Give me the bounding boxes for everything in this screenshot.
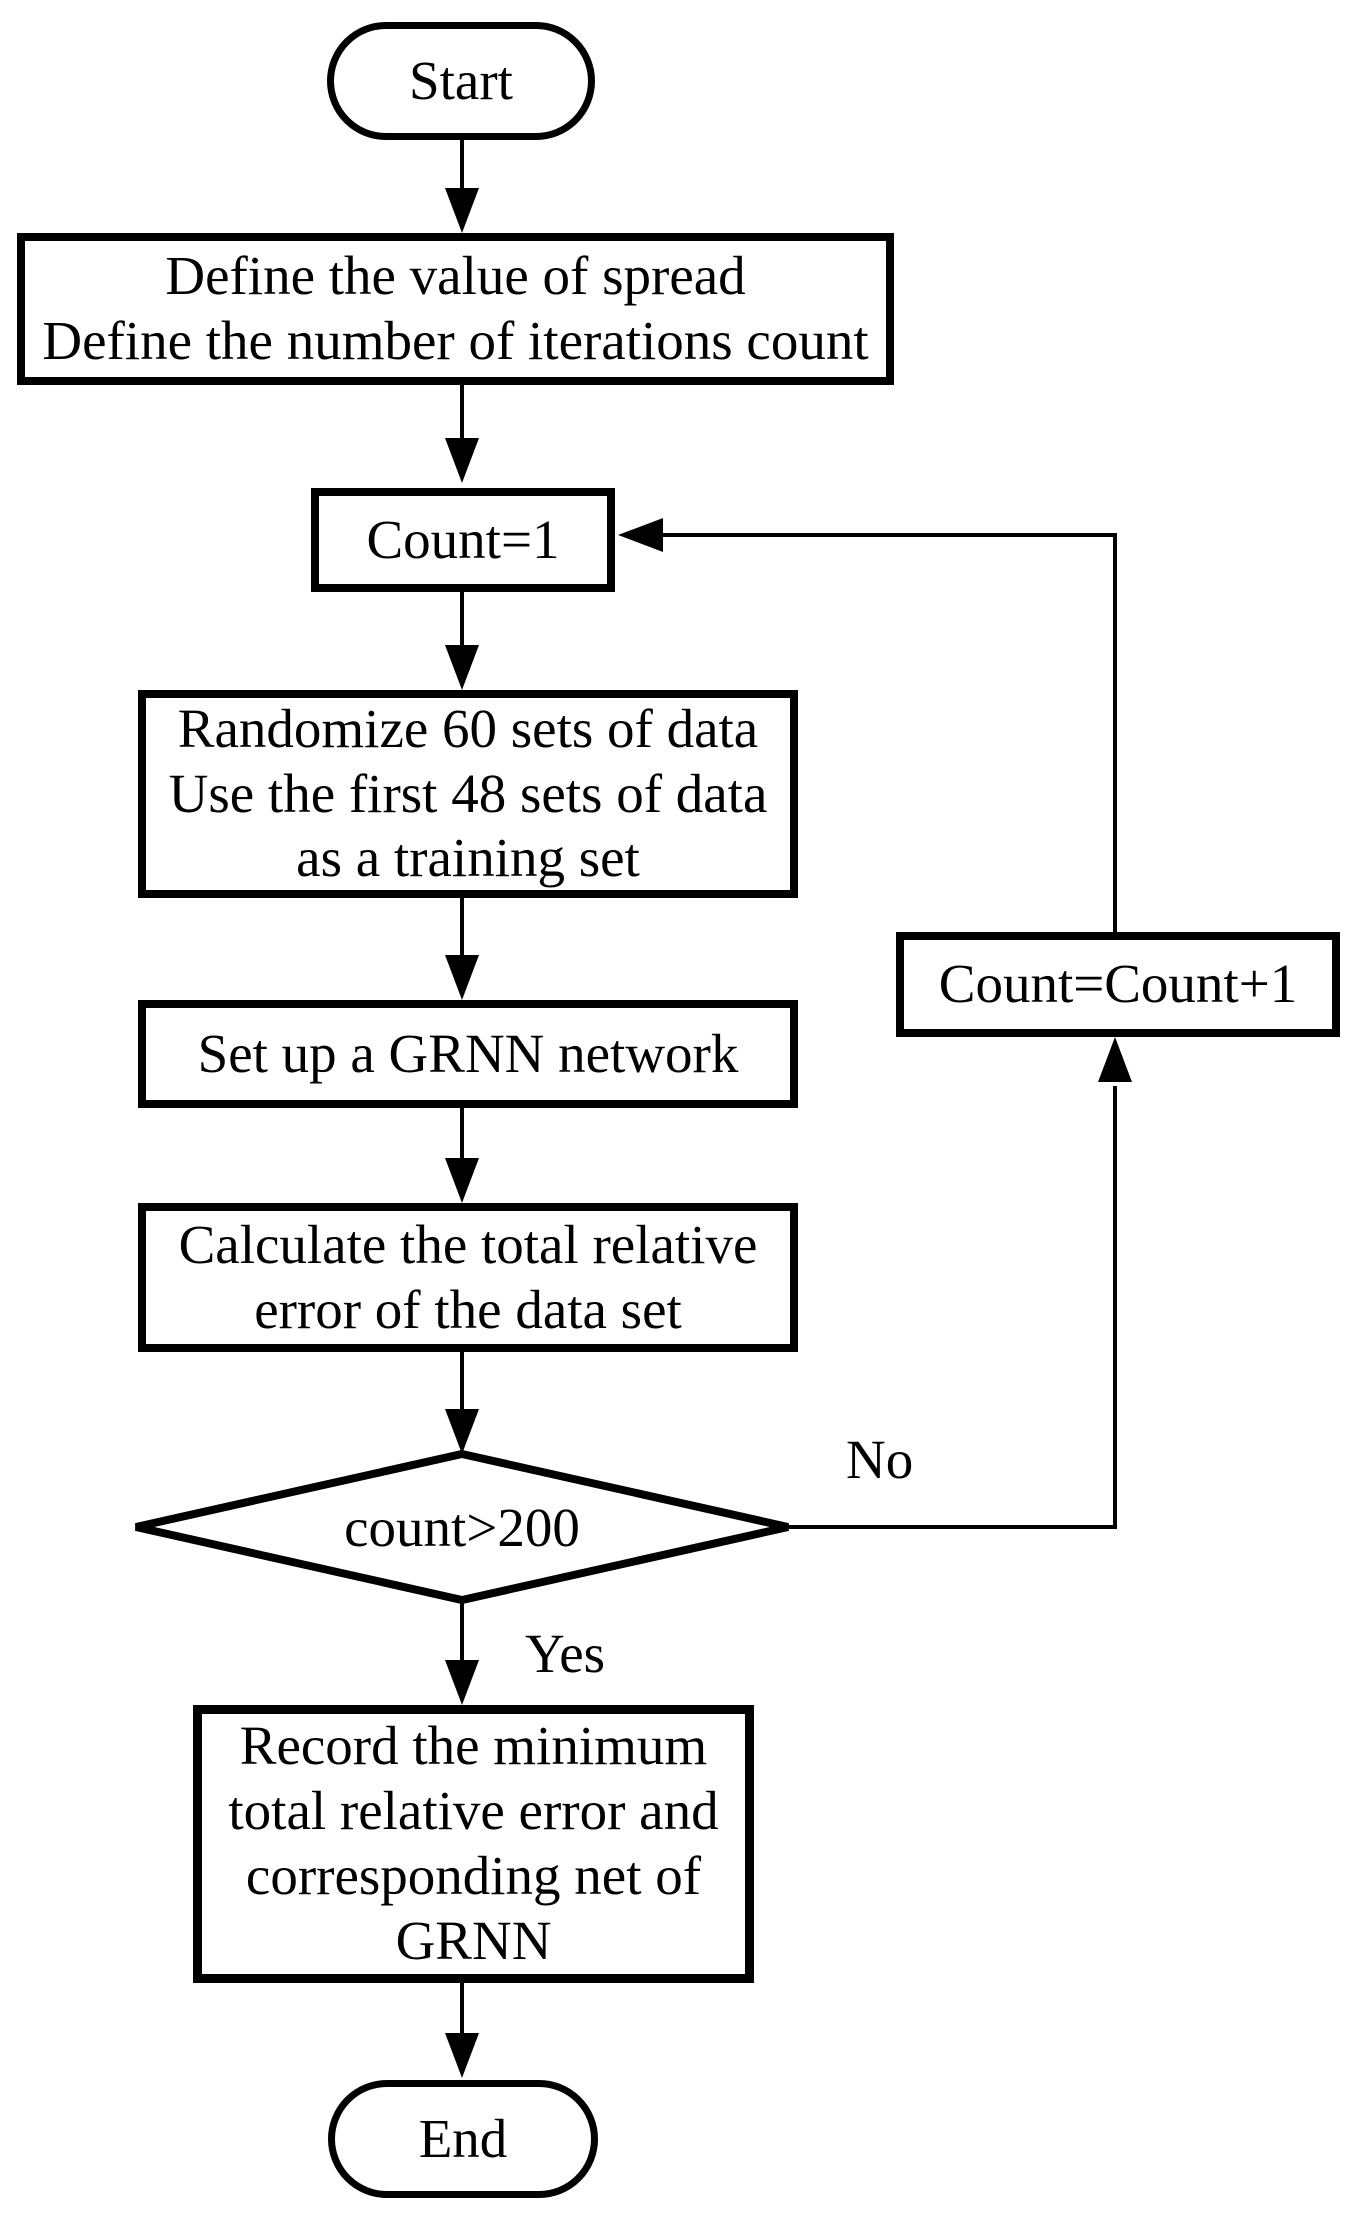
edge-label-no: No — [846, 1429, 914, 1490]
node-end: End — [328, 2080, 598, 2198]
arrowhead-into-setup — [445, 955, 479, 1000]
node-define-line2: Define the number of iterations count — [42, 310, 869, 371]
node-setup-label: Set up a GRNN network — [197, 1022, 739, 1084]
node-define-line1: Define the value of spread — [165, 245, 746, 307]
node-record-line2: total relative error and — [228, 1780, 719, 1842]
node-increment-label: Count=Count+1 — [938, 953, 1298, 1015]
node-count-init-label: Count=1 — [366, 508, 560, 570]
edge-decision-no-to-increment — [788, 1086, 1117, 1529]
node-end-label: End — [418, 2107, 508, 2169]
arrowhead-into-define — [445, 188, 479, 233]
arrowhead-into-decision — [445, 1409, 479, 1454]
arrowhead-into-record — [445, 1660, 479, 1705]
node-increment: Count=Count+1 — [896, 932, 1340, 1037]
node-start: Start — [327, 22, 595, 140]
node-setup: Set up a GRNN network — [138, 1000, 798, 1108]
arrowhead-into-increment — [1098, 1037, 1132, 1082]
node-randomize-line2: Use the first 48 sets of data — [168, 762, 768, 824]
node-define: Define the value of spread Define the nu… — [17, 233, 894, 385]
node-record-line3: corresponding net of — [245, 1845, 702, 1906]
node-calculate-line1: Calculate the total relative — [178, 1213, 758, 1275]
node-calculate-line2: error of the data set — [254, 1278, 682, 1340]
node-decision-label: count>200 — [344, 1496, 580, 1558]
node-randomize-line1: Randomize 60 sets of data — [177, 697, 759, 759]
arrowhead-into-countinit — [445, 438, 479, 483]
node-randomize-line3: as a training set — [296, 827, 640, 889]
edge-increment-to-countinit — [659, 533, 1117, 932]
node-record-line1: Record the minimum — [239, 1715, 708, 1777]
node-calculate: Calculate the total relative error of th… — [138, 1203, 798, 1352]
node-record-line4: GRNN — [395, 1909, 552, 1971]
arrowhead-into-randomize — [445, 645, 479, 690]
arrowhead-loop-into-countinit — [618, 518, 663, 552]
node-randomize: Randomize 60 sets of data Use the first … — [138, 690, 798, 898]
arrowhead-into-end — [445, 2033, 479, 2078]
edge-label-yes: Yes — [525, 1623, 606, 1684]
node-start-label: Start — [409, 49, 513, 111]
decision-diamond-shape — [135, 1449, 789, 1605]
node-count-init: Count=1 — [311, 488, 615, 592]
arrowhead-into-calculate — [445, 1158, 479, 1203]
node-record: Record the minimum total relative error … — [193, 1705, 754, 1983]
